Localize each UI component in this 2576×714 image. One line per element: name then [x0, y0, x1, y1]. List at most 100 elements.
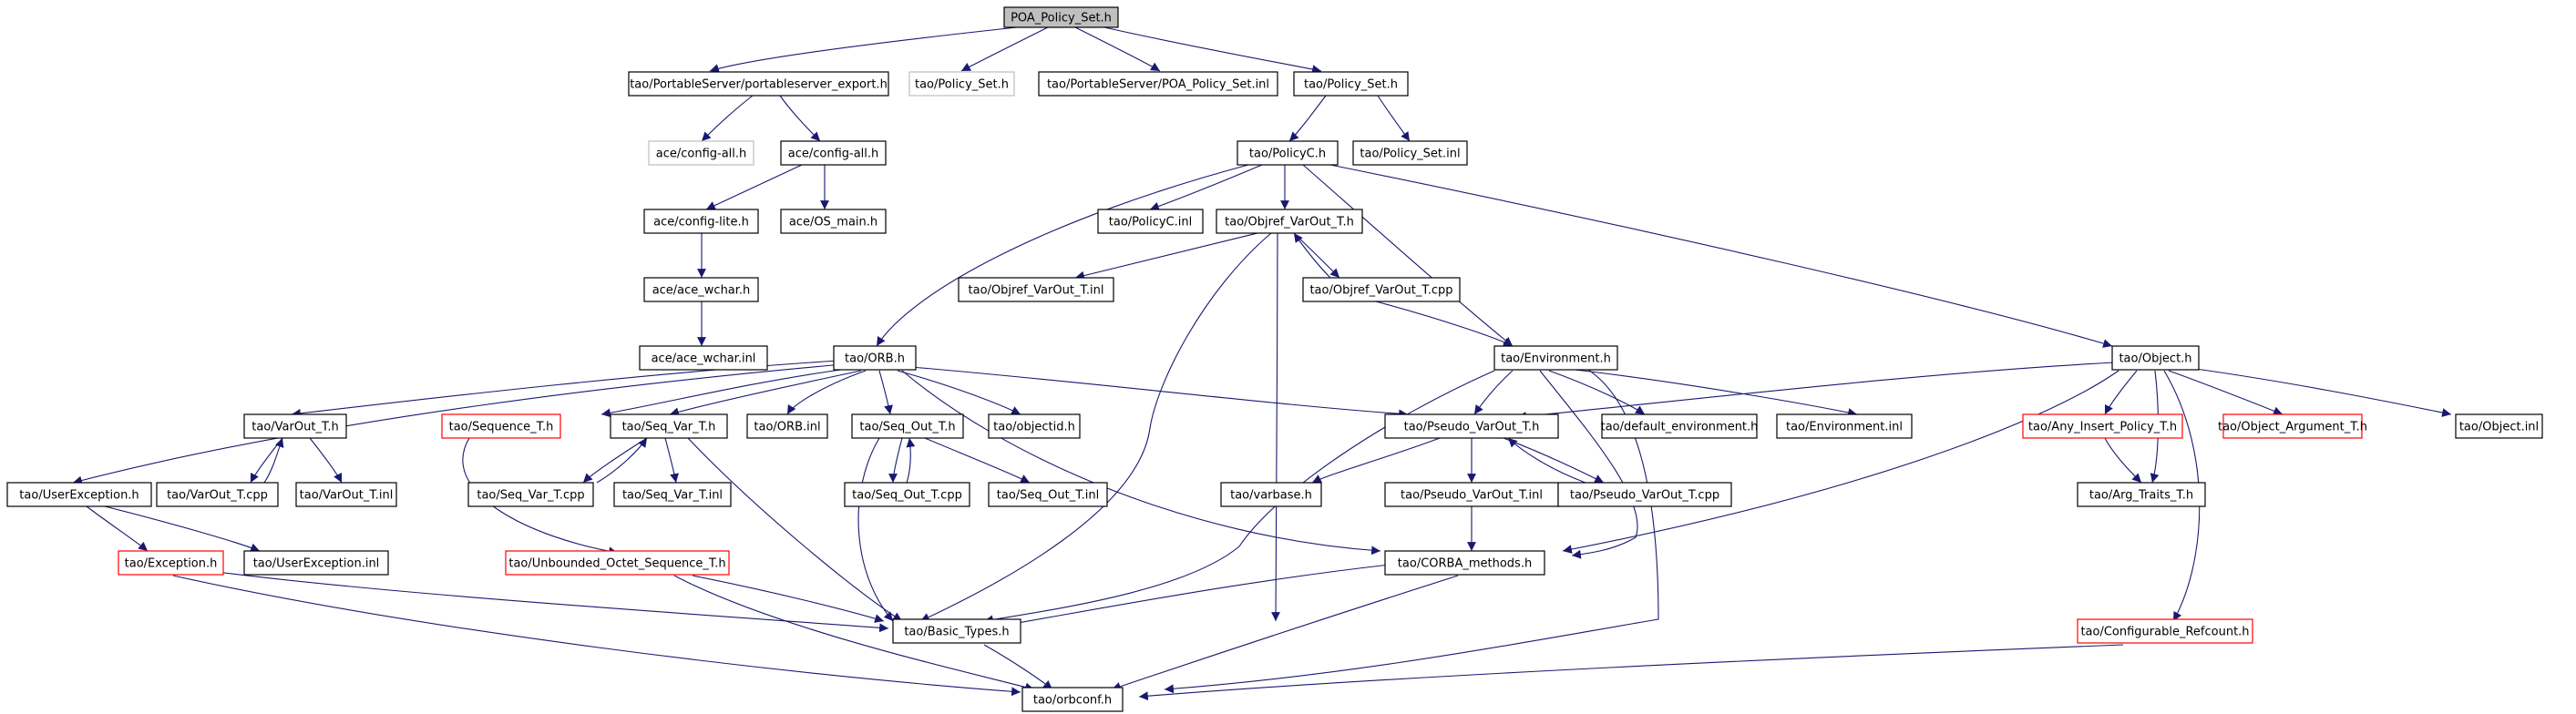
node-box	[467, 482, 594, 507]
node-varbase[interactable]: tao/varbase.h	[1220, 482, 1322, 507]
node-varout-inl[interactable]: tao/VarOut_T.inl	[295, 482, 397, 507]
node-seqT[interactable]: tao/Sequence_T.h	[441, 413, 561, 439]
node-objectid[interactable]: tao/objectid.h	[988, 413, 1081, 439]
node-pse[interactable]: tao/PortableServer/portableserver_export…	[628, 71, 889, 97]
node-label: tao/Seq_Var_T.cpp	[477, 489, 584, 503]
node-aca[interactable]: ace/config-all.h	[780, 140, 887, 166]
node-unbounded[interactable]: tao/Unbounded_Octet_Sequence_T.h	[505, 550, 730, 576]
node-tps-missing[interactable]: tao/Policy_Set.h	[908, 71, 1015, 97]
node-pseudo-inl[interactable]: tao/Pseudo_VarOut_T.inl	[1384, 482, 1559, 507]
node-aca-missing[interactable]: ace/config-all.h	[648, 140, 754, 166]
node-box	[441, 413, 561, 439]
node-objref-cpp[interactable]: tao/Objref_VarOut_T.cpp	[1302, 277, 1461, 302]
node-basic[interactable]: tao/Basic_Types.h	[892, 618, 1021, 644]
node-label: tao/Objref_VarOut_T.inl	[969, 284, 1104, 298]
node-obj[interactable]: tao/Object.h	[2111, 345, 2200, 371]
node-label: tao/UserException.inl	[253, 557, 380, 571]
node-defenv[interactable]: tao/default_environment.h	[1601, 413, 1759, 439]
node-acl[interactable]: ace/config-lite.h	[643, 209, 759, 234]
node-objarg[interactable]: tao/Object_Argument_T.h	[2218, 413, 2367, 439]
edge	[669, 370, 862, 417]
node-exc[interactable]: tao/Exception.h	[118, 550, 224, 576]
node-ps[interactable]: tao/Policy_Set.h	[1293, 71, 1409, 97]
edge	[673, 575, 1035, 692]
edge	[1103, 26, 1322, 74]
node-label: tao/Arg_Traits_T.h	[2089, 489, 2193, 503]
node-seqvar-inl[interactable]: tao/Seq_Var_T.inl	[613, 482, 732, 507]
node-policyc-inl[interactable]: tao/PolicyC.inl	[1097, 209, 1204, 234]
edge	[1377, 95, 1411, 142]
node-orb-inl[interactable]: tao/ORB.inl	[746, 413, 828, 439]
node-box	[1557, 482, 1732, 507]
node-label: tao/Pseudo_VarOut_T.h	[1404, 421, 1540, 434]
node-aos[interactable]: ace/OS_main.h	[780, 209, 887, 234]
node-awc-inl[interactable]: ace/ace_wchar.inl	[639, 345, 768, 371]
edge	[857, 437, 894, 622]
node-box	[988, 413, 1081, 439]
edge	[1311, 437, 1441, 484]
node-box	[643, 209, 759, 234]
node-box	[1302, 277, 1461, 302]
node-box	[1293, 71, 1409, 97]
node-policyc[interactable]: tao/PolicyC.h	[1237, 140, 1339, 166]
edge	[709, 26, 1018, 73]
node-box	[628, 71, 889, 97]
edge	[86, 505, 149, 552]
node-corba[interactable]: tao/CORBA_methods.h	[1384, 550, 1545, 576]
edge	[2181, 366, 2452, 417]
node-env[interactable]: tao/Environment.h	[1493, 345, 1618, 371]
node-box	[988, 482, 1108, 507]
edge	[878, 370, 893, 415]
edge	[1302, 164, 1514, 347]
node-userexc[interactable]: tao/UserException.h	[6, 482, 152, 507]
node-box	[780, 209, 887, 234]
node-box	[2222, 413, 2363, 439]
node-seqvar[interactable]: tao/Seq_Var_T.h	[610, 413, 728, 439]
edge	[983, 644, 1053, 690]
node-argtraits[interactable]: tao/Arg_Traits_T.h	[2077, 482, 2206, 507]
edge	[104, 505, 261, 552]
node-objref[interactable]: tao/Objref_VarOut_T.h	[1216, 209, 1363, 234]
node-label: tao/Any_Insert_Policy_T.h	[2028, 421, 2177, 434]
edge	[2168, 370, 2284, 415]
edge	[1503, 437, 1605, 484]
node-label: tao/ORB.h	[845, 352, 905, 366]
node-box	[1038, 71, 1278, 97]
node-anyins[interactable]: tao/Any_Insert_Policy_T.h	[2022, 413, 2183, 439]
node-varout[interactable]: tao/VarOut_T.h	[243, 413, 347, 439]
node-seqvar-cpp[interactable]: tao/Seq_Var_T.cpp	[467, 482, 594, 507]
edge	[195, 568, 889, 633]
node-poa[interactable]: POA_Policy_Set.h	[1003, 6, 1119, 28]
node-ps-inl[interactable]: tao/Policy_Set.inl	[1352, 140, 1468, 166]
node-label: tao/ORB.inl	[754, 421, 820, 434]
node-obj-inl[interactable]: tao/Object.inl	[2455, 413, 2543, 439]
dependency-edges	[72, 26, 2452, 701]
node-pseudo-cpp[interactable]: tao/Pseudo_VarOut_T.cpp	[1557, 482, 1732, 507]
node-label: ace/ace_wchar.inl	[652, 352, 756, 366]
node-label: tao/PortableServer/POA_Policy_Set.inl	[1047, 78, 1269, 92]
node-objref-inl[interactable]: tao/Objref_VarOut_T.inl	[958, 277, 1114, 302]
node-label: tao/Sequence_T.h	[449, 421, 554, 434]
node-orbconf[interactable]: tao/orbconf.h	[1021, 687, 1124, 712]
node-configref[interactable]: tao/Configurable_Refcount.h	[2077, 618, 2253, 644]
node-varout-cpp[interactable]: tao/VarOut_T.cpp	[156, 482, 279, 507]
node-pseudo[interactable]: tao/Pseudo_VarOut_T.h	[1384, 413, 1559, 439]
node-seqout[interactable]: tao/Seq_Out_T.h	[851, 413, 964, 439]
file-nodes: POA_Policy_Set.h tao/PortableServer/porta…	[6, 6, 2543, 712]
node-label: tao/Policy_Set.h	[1304, 78, 1398, 92]
node-label: tao/Objref_VarOut_T.cpp	[1309, 284, 1452, 298]
node-seqout-cpp[interactable]: tao/Seq_Out_T.cpp	[844, 482, 970, 507]
node-seqout-inl[interactable]: tao/Seq_Out_T.inl	[988, 482, 1108, 507]
edge	[1293, 232, 1340, 279]
node-box	[1384, 550, 1545, 576]
node-orb[interactable]: tao/ORB.h	[833, 345, 917, 371]
node-env-inl[interactable]: tao/Environment.inl	[1776, 413, 1913, 439]
node-awc[interactable]: ace/ace_wchar.h	[643, 277, 759, 302]
edge	[1329, 164, 2113, 348]
node-poa-inl[interactable]: tao/PortableServer/POA_Policy_Set.inl	[1038, 71, 1278, 97]
edge	[687, 437, 903, 622]
node-box	[1216, 209, 1363, 234]
node-label: ace/ace_wchar.h	[652, 284, 751, 298]
node-userexc-inl[interactable]: tao/UserException.inl	[243, 550, 389, 576]
node-label: tao/Policy_Set.h	[915, 78, 1009, 92]
